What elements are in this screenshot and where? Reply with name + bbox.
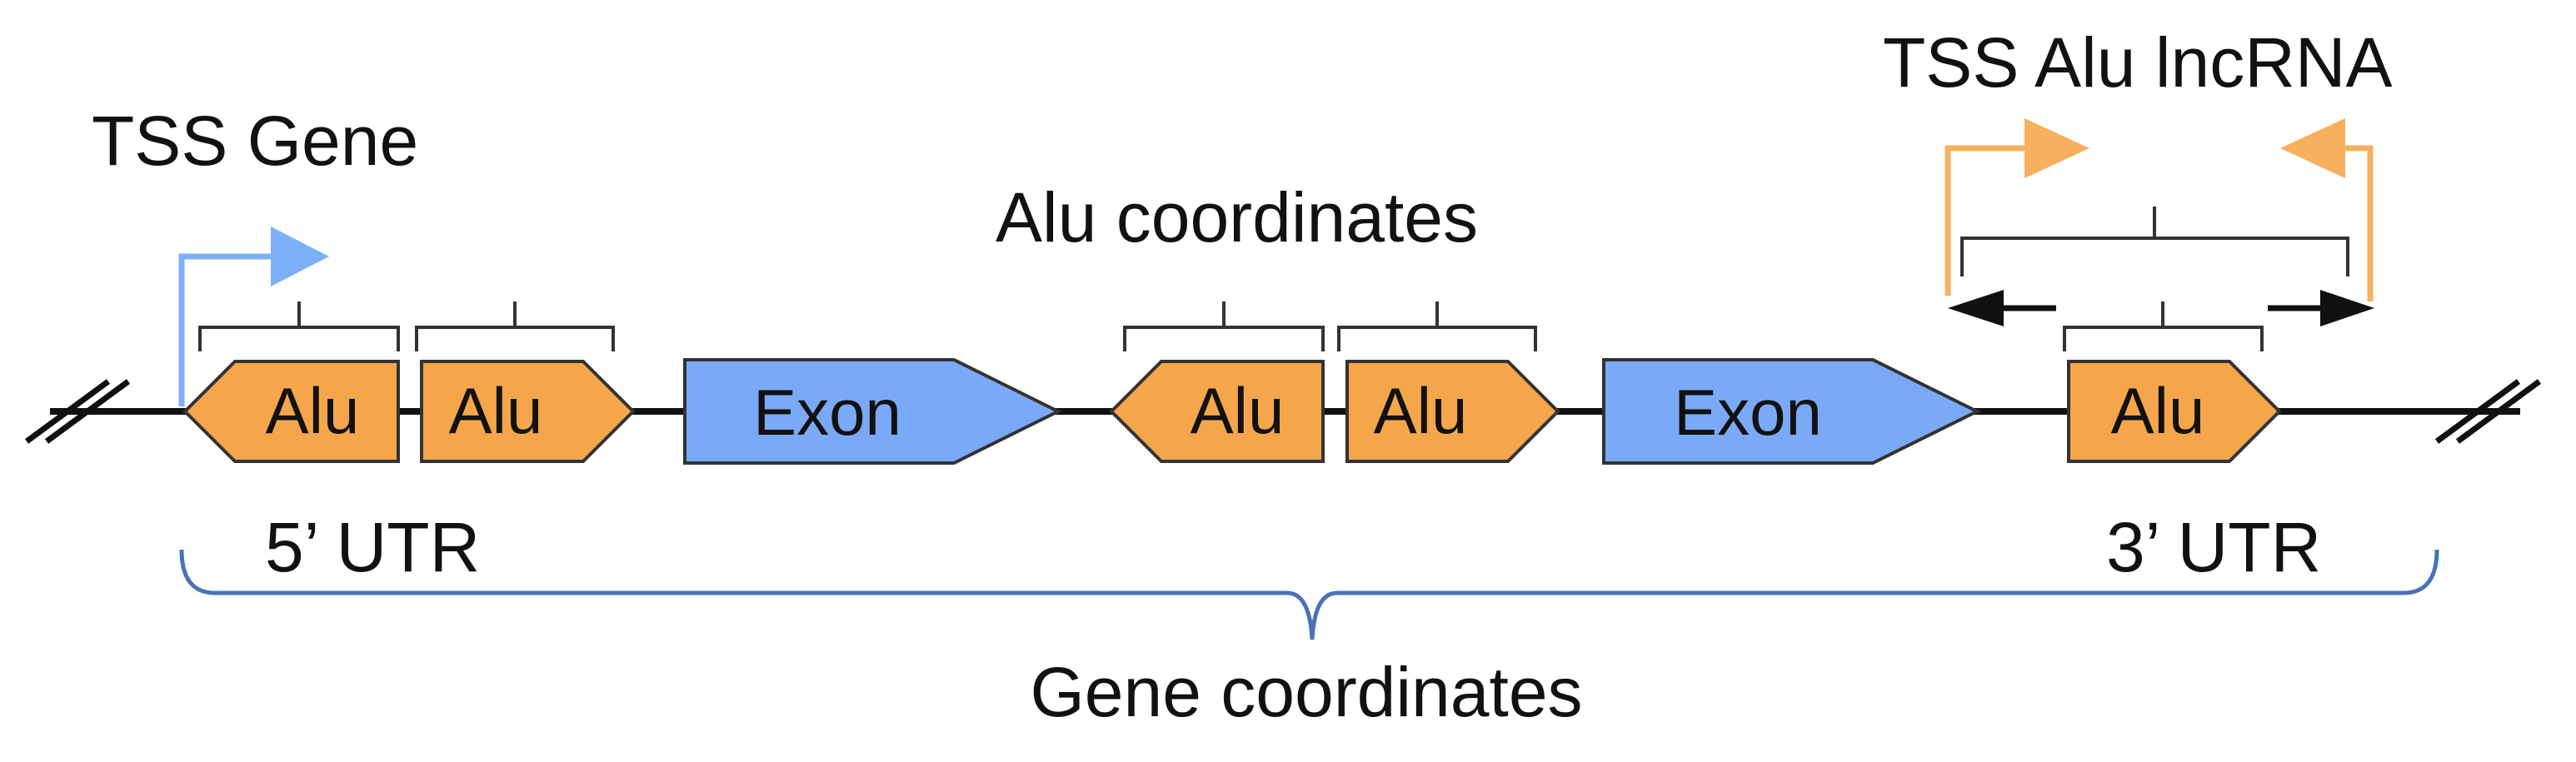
alu-label: Alu bbox=[1191, 374, 1285, 447]
tss-gene-arrow bbox=[178, 227, 329, 406]
tss-alu-lncrna-label: TSS Alu lncRNA bbox=[1883, 23, 2393, 102]
reverse-primer-arrow bbox=[1948, 290, 2056, 326]
alu-label: Alu bbox=[1374, 374, 1468, 447]
utr5-label: 5’ UTR bbox=[265, 508, 480, 586]
tss-lncrna-reverse-arrow bbox=[2280, 118, 2374, 301]
gene-coordinates-label: Gene coordinates bbox=[1030, 653, 1582, 731]
tss-lncrna-forward-arrow bbox=[1944, 118, 2089, 296]
tss-gene-label: TSS Gene bbox=[92, 102, 418, 180]
exon-2: Exon bbox=[1602, 358, 1981, 465]
alu-label: Alu bbox=[2111, 374, 2205, 447]
alu-label: Alu bbox=[449, 374, 543, 447]
alu-bracket-1 bbox=[198, 301, 400, 351]
lncrna-bracket bbox=[1960, 207, 2349, 276]
alu-bracket-4 bbox=[1337, 301, 1537, 351]
exon-1: Exon bbox=[683, 358, 1062, 465]
right-break-mark bbox=[2434, 379, 2542, 444]
alu-element-3: Alu bbox=[1109, 360, 1325, 463]
left-break-mark bbox=[24, 379, 131, 444]
alu-bracket-2 bbox=[415, 301, 615, 351]
alu-element-1: Alu bbox=[182, 360, 400, 463]
forward-primer-arrow bbox=[2268, 290, 2374, 326]
alu-coordinates-label: Alu coordinates bbox=[996, 178, 1478, 256]
alu-element-2: Alu bbox=[420, 360, 636, 463]
alu-label: Alu bbox=[266, 374, 360, 447]
alu-bracket-5 bbox=[2063, 301, 2264, 351]
gene-coordinates-brace bbox=[179, 549, 2439, 640]
alu-element-5: Alu bbox=[2067, 360, 2282, 463]
alu-element-4: Alu bbox=[1345, 360, 1560, 463]
exon-label: Exon bbox=[1674, 376, 1822, 449]
exon-label: Exon bbox=[753, 376, 901, 449]
utr3-label: 3’ UTR bbox=[2106, 508, 2321, 586]
alu-bracket-3 bbox=[1123, 301, 1325, 351]
